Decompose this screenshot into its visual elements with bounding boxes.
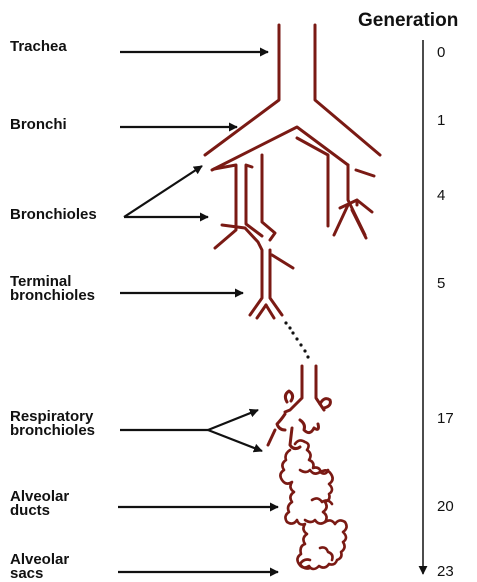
- generation-value: 20: [437, 498, 454, 515]
- trachea-left-wall: [205, 25, 279, 155]
- generation-value: 23: [437, 563, 454, 580]
- label-respiratory-bronchioles: Respiratory bronchioles: [10, 410, 95, 438]
- label-alveolar-ducts: Alveolar ducts: [10, 490, 69, 518]
- trachea-right-wall: [315, 25, 380, 155]
- central-branch-right: [297, 138, 328, 226]
- arrow-bronchioles-upper: [124, 166, 202, 217]
- airway-tree: [205, 25, 380, 318]
- respiratory-bronchioles-graphic: [268, 366, 330, 449]
- generation-title: Generation: [358, 10, 458, 32]
- left-branch-lower: [246, 165, 262, 236]
- generation-value: 0: [437, 44, 445, 61]
- left-branch-upper: [214, 165, 236, 248]
- generation-value: 5: [437, 275, 445, 292]
- arrow-respiratory-branch-down: [208, 430, 262, 451]
- central-branch-left: [262, 155, 275, 240]
- terminal-fork-right: [266, 305, 274, 318]
- label-arrows: [118, 52, 278, 572]
- alveolar-ducts-sacs-graphic: [280, 440, 346, 569]
- dotted-continuation: [284, 321, 309, 358]
- label-trachea: Trachea: [10, 40, 67, 54]
- right-branch-split: [334, 205, 366, 238]
- label-bronchioles: Bronchioles: [10, 208, 97, 222]
- terminal-fork-left: [257, 305, 266, 318]
- arrow-respiratory-branch-up: [208, 410, 258, 430]
- terminal-side-branch: [272, 255, 293, 268]
- generation-value: 1: [437, 112, 445, 129]
- generation-value: 17: [437, 410, 454, 427]
- label-bronchi: Bronchi: [10, 118, 67, 132]
- label-terminal-bronchioles: Terminal bronchioles: [10, 275, 95, 303]
- right-branch-inner: [356, 170, 374, 176]
- generation-value: 4: [437, 187, 445, 204]
- label-alveolar-sacs: Alveolar sacs: [10, 553, 69, 581]
